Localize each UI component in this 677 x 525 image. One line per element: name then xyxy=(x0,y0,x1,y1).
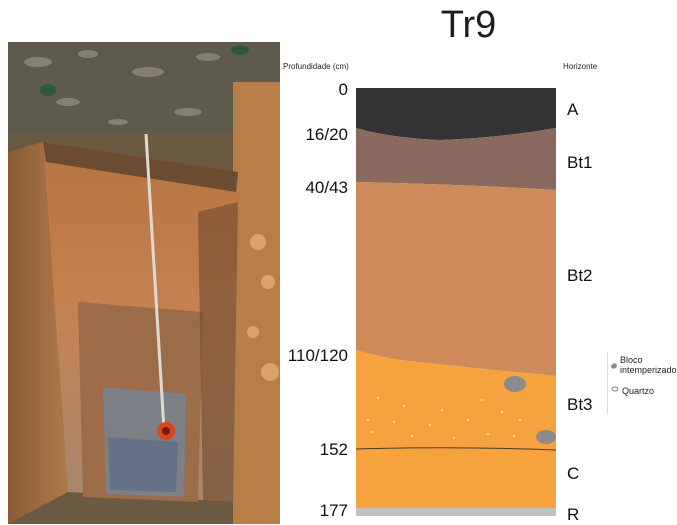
horizon-label-Bt3: Bt3 xyxy=(567,395,593,414)
horizon-C-boundary xyxy=(355,447,557,451)
depth-label-152: 152 xyxy=(319,440,348,459)
depth-label-0: 0 xyxy=(338,80,348,99)
horizon-Bt3-layer xyxy=(356,350,556,508)
horizon-label-A: A xyxy=(567,100,579,119)
depth-label-177: 177 xyxy=(319,501,348,520)
profile-title: Tr9 xyxy=(440,4,497,46)
quartz-dots xyxy=(367,397,521,439)
depth-header: Profundidade (cm) xyxy=(283,62,349,71)
legend-quartzo-label: Quartzo xyxy=(622,386,655,396)
horizon-label-Bt2: Bt2 xyxy=(567,266,593,285)
horizon-A-layer xyxy=(356,88,556,140)
horizon-Bt1-layer xyxy=(356,128,556,190)
weathered-block-icon xyxy=(611,363,617,369)
horizon-Bt2-layer xyxy=(356,182,556,376)
weathered-block-2 xyxy=(536,430,556,444)
horizon-label-Bt1: Bt1 xyxy=(567,153,593,172)
depth-label-16-20: 16/20 xyxy=(305,125,348,144)
horizon-header: Horizonte xyxy=(563,62,598,71)
horizon-R-layer xyxy=(356,508,556,516)
legend: Bloco intemperizado Quartzo xyxy=(607,352,677,414)
weathered-block-1 xyxy=(504,376,526,392)
quartz-icon xyxy=(611,386,619,392)
legend-bloco-label: Bloco intemperizado xyxy=(620,355,677,375)
soil-pit-photo xyxy=(8,42,280,524)
horizon-label-C: C xyxy=(567,464,580,483)
horizon-label-R: R xyxy=(567,505,580,524)
depth-label-40-43: 40/43 xyxy=(305,178,348,197)
depth-label-110-120: 110/120 xyxy=(287,346,348,365)
